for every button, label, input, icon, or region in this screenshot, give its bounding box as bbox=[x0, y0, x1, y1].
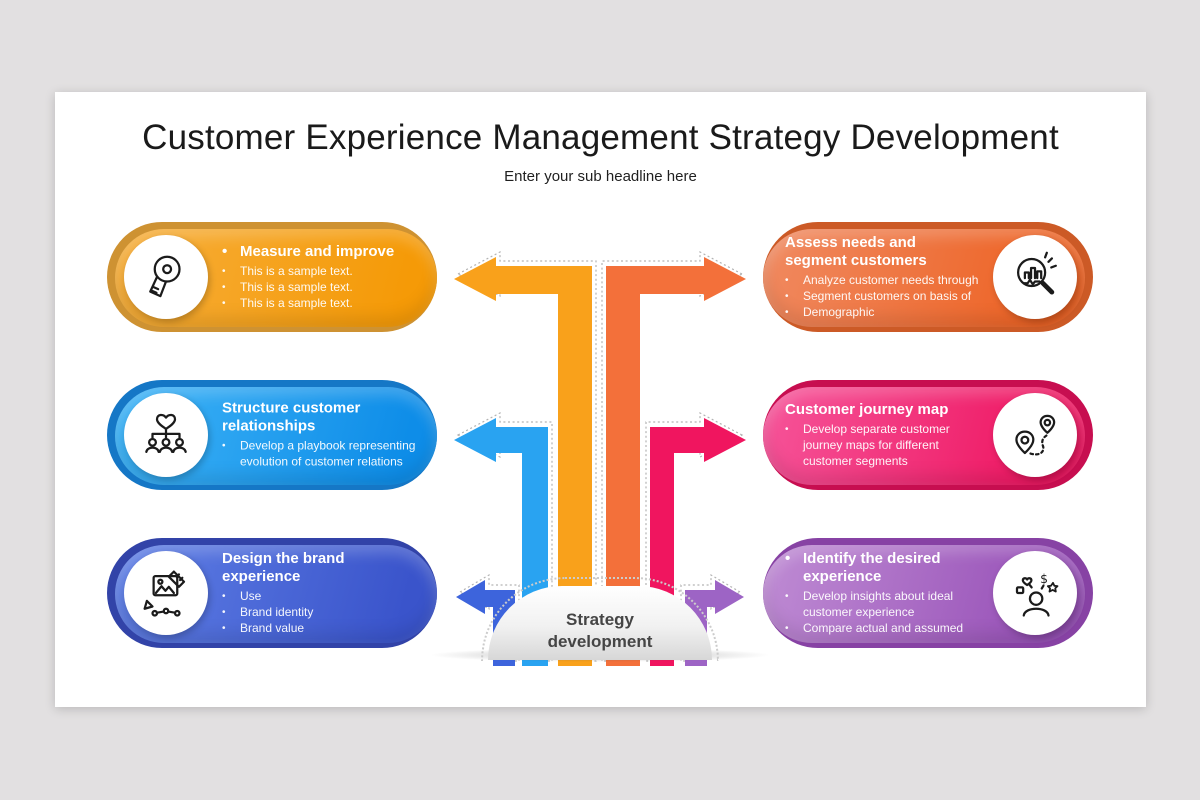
icon-circle bbox=[993, 393, 1077, 477]
card-assess-needs-segment-customers: Assess needs and segment customers •Anal… bbox=[763, 222, 1093, 332]
card-bullet: •This is a sample text. bbox=[222, 279, 353, 294]
card-title: Assess needs and segment customers bbox=[785, 233, 927, 269]
card-text: Customer journey map •Develop separate c… bbox=[785, 401, 981, 469]
card-bullet: •Analyze customer needs through bbox=[785, 272, 979, 287]
page-title: Customer Experience Management Strategy … bbox=[142, 118, 1059, 157]
team-relationship-icon bbox=[145, 413, 187, 453]
brand-design-icon bbox=[143, 570, 186, 617]
icon-circle bbox=[993, 235, 1077, 319]
bullet-dot: • bbox=[222, 265, 226, 277]
strategy-dome-label: Strategy development bbox=[547, 610, 653, 652]
card-bullet: •Brand value bbox=[222, 620, 305, 635]
icon-circle bbox=[124, 393, 208, 477]
bullet-dot: • bbox=[222, 622, 226, 634]
bullet-dot: • bbox=[785, 306, 789, 318]
card-title: Customer journey map bbox=[785, 400, 949, 418]
bullet-dot: • bbox=[785, 549, 791, 567]
card-text: Structure customer relationships •Develo… bbox=[222, 400, 424, 471]
card-title: • Measure and improve bbox=[222, 242, 395, 260]
card-measure-and-improve: • Measure and improve •This is a sample … bbox=[107, 222, 437, 332]
card-title: Design the brand experience bbox=[222, 549, 345, 585]
card-bullet: •Demographic bbox=[785, 304, 875, 319]
card-text: • Identify the desired experience •Devel… bbox=[785, 550, 981, 636]
card-bullet: •Compare actual and assumed bbox=[785, 620, 964, 635]
card-customer-journey-map: Customer journey map •Develop separate c… bbox=[763, 380, 1093, 490]
bullet-dot: • bbox=[785, 274, 789, 286]
icon-circle bbox=[124, 235, 208, 319]
card-text: • Measure and improve •This is a sample … bbox=[222, 243, 424, 311]
bullet-dot: • bbox=[222, 242, 228, 260]
bullet-dot: • bbox=[785, 590, 789, 602]
bullet-dot: • bbox=[222, 440, 226, 452]
journey-map-icon bbox=[1015, 414, 1056, 456]
card-bullet: •Segment customers on basis of bbox=[785, 288, 972, 303]
bullet-dot: • bbox=[222, 281, 226, 293]
desired-experience-icon: $ bbox=[1015, 572, 1059, 617]
card-text: Design the brand experience •Use •Brand … bbox=[222, 550, 424, 636]
card-bullet: •Use bbox=[222, 588, 262, 603]
page-subtitle: Enter your sub headline here bbox=[504, 168, 697, 185]
card-bullet: •Develop insights about ideal customer e… bbox=[785, 588, 954, 619]
card-bullet: •This is a sample text. bbox=[222, 263, 353, 278]
bullet-dot: • bbox=[222, 590, 226, 602]
card-bullet: •This is a sample text. bbox=[222, 295, 353, 310]
card-identify-desired-experience: $ • Identify the desired experience •Dev… bbox=[763, 538, 1093, 648]
bullet-dot: • bbox=[222, 297, 226, 309]
svg-text:$: $ bbox=[1040, 572, 1048, 586]
magnifier-analytics-icon bbox=[1017, 251, 1057, 295]
card-title: Structure customer relationships bbox=[222, 399, 361, 435]
icon-circle: $ bbox=[993, 551, 1077, 635]
icon-circle bbox=[124, 551, 208, 635]
bullet-dot: • bbox=[222, 606, 226, 618]
card-structure-customer-relationships: Structure customer relationships •Develo… bbox=[107, 380, 437, 490]
strategy-dome: Strategy development bbox=[488, 586, 712, 660]
slide: Customer Experience Management Strategy … bbox=[55, 92, 1146, 707]
card-bullet: •Brand identity bbox=[222, 604, 314, 619]
measuring-tape-icon bbox=[149, 255, 181, 298]
bullet-dot: • bbox=[785, 622, 789, 634]
bullet-dot: • bbox=[785, 290, 789, 302]
card-bullet: •Develop separate customer journey maps … bbox=[785, 421, 950, 468]
card-design-brand-experience: Design the brand experience •Use •Brand … bbox=[107, 538, 437, 648]
card-title: • Identify the desired experience bbox=[785, 549, 941, 585]
card-text: Assess needs and segment customers •Anal… bbox=[785, 234, 981, 320]
card-bullet: •Develop a playbook representing evoluti… bbox=[222, 438, 416, 469]
bullet-dot: • bbox=[785, 423, 789, 435]
